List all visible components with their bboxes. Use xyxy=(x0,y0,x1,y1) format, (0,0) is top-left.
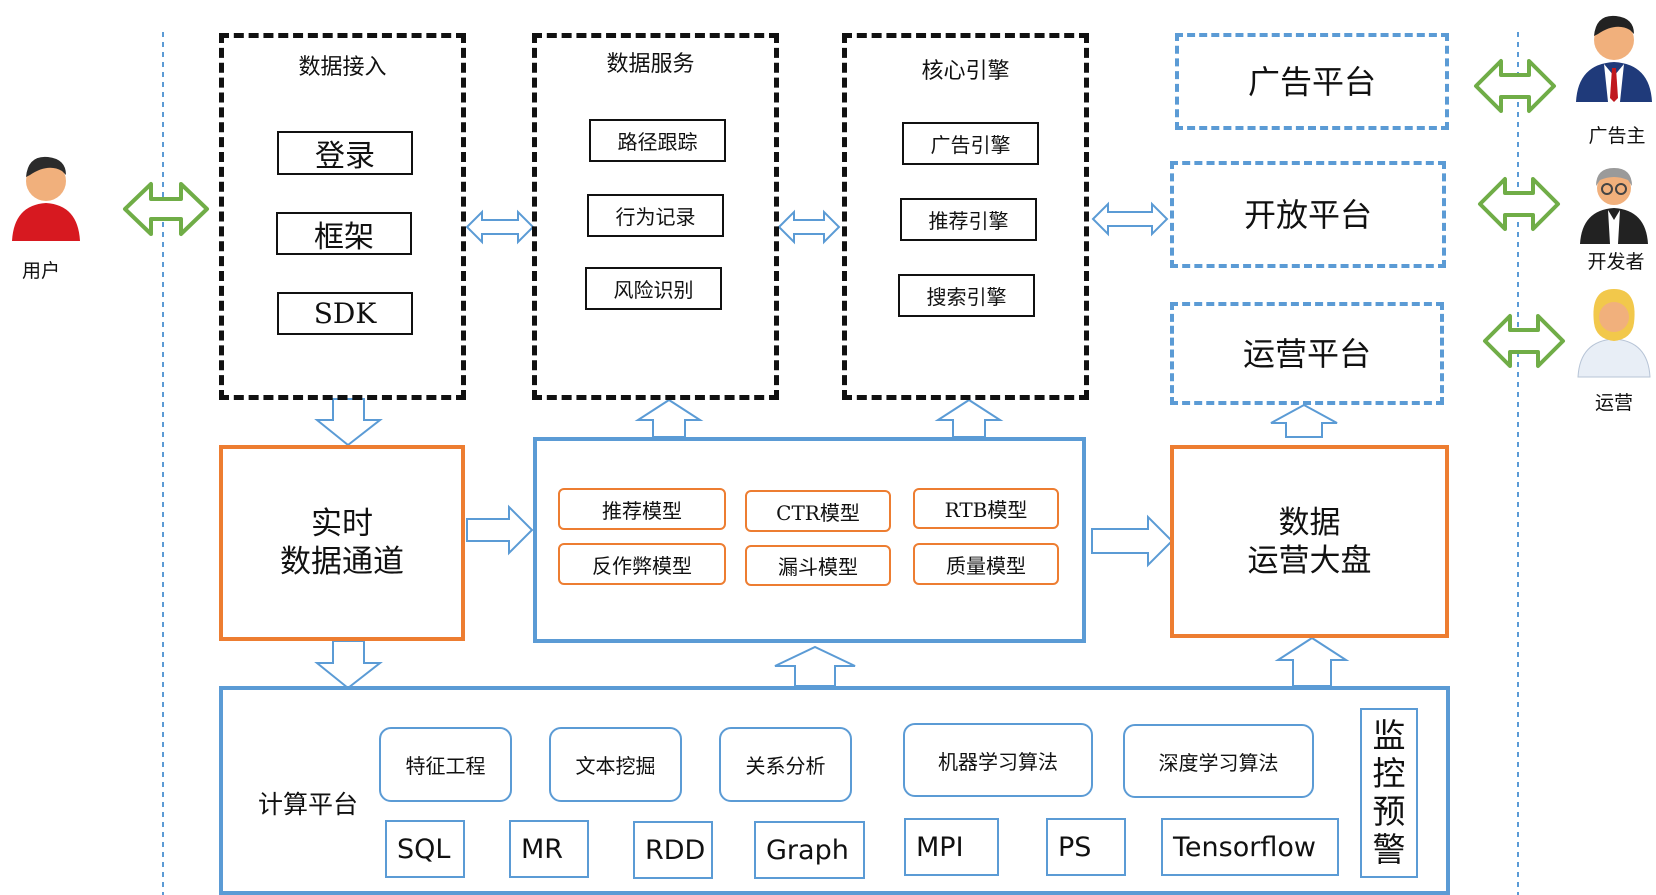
models-to-engine-up-arrow xyxy=(934,398,1004,438)
operator-label: 运营 xyxy=(1594,391,1633,414)
recommend-engine-item: 推荐引擎 xyxy=(900,198,1037,241)
model-anti-fraud: 反作弊模型 xyxy=(558,543,726,585)
ad-platform-box: 广告平台 xyxy=(1175,33,1449,130)
realtime-channel-box: 实时 数据通道 xyxy=(219,445,465,641)
ad-engine-item: 广告引擎 xyxy=(902,122,1039,165)
service-engine-double-arrow xyxy=(777,209,841,245)
dashboard-to-ops-up-arrow xyxy=(1270,403,1338,438)
channel-to-models-right-arrow xyxy=(466,504,534,556)
data-access-box: 数据接入 登录 框架 SDK xyxy=(219,33,466,400)
capability-relation-analysis: 关系分析 xyxy=(719,727,852,802)
user-avatar-icon xyxy=(12,156,80,241)
advertiser-avatar-icon xyxy=(1576,15,1652,102)
advertiser-double-arrow xyxy=(1474,59,1556,113)
compute-to-dashboard-up-arrow xyxy=(1274,636,1350,687)
monitor-alert-box: 监 控 预 警 xyxy=(1360,708,1418,878)
compute-platform-box: 计算平台 特征工程 文本挖掘 关系分析 机器学习算法 深度学习算法 SQL MR… xyxy=(219,686,1450,895)
core-engine-title: 核心引擎 xyxy=(921,59,1010,84)
data-service-box: 数据服务 路径跟踪 行为记录 风险识别 xyxy=(532,33,779,400)
model-funnel: 漏斗模型 xyxy=(745,545,891,586)
framework-item: 框架 xyxy=(276,212,412,255)
user-double-arrow xyxy=(123,182,209,236)
channel-down-arrow xyxy=(314,640,383,690)
behavior-record-item: 行为记录 xyxy=(587,194,724,237)
sdk-item: SDK xyxy=(277,292,413,335)
ops-dashboard-box: 数据 运营大盘 xyxy=(1170,445,1449,638)
capability-feature-eng: 特征工程 xyxy=(379,727,512,802)
models-to-dashboard-right-arrow xyxy=(1091,514,1174,568)
capability-text-mining: 文本挖掘 xyxy=(549,727,682,802)
engine-sql: SQL xyxy=(385,820,465,878)
open-platform-box: 开放平台 xyxy=(1170,161,1446,268)
engine-rdd: RDD xyxy=(633,821,713,879)
ops-platform-box: 运营平台 xyxy=(1170,302,1444,405)
engine-tensorflow: Tensorflow xyxy=(1161,818,1339,876)
developer-label: 开发者 xyxy=(1587,250,1645,273)
engine-ps: PS xyxy=(1046,818,1126,876)
advertiser-actor: 广告主 xyxy=(1572,6,1656,147)
ad-platform-label: 广告平台 xyxy=(1247,62,1376,101)
monitor-char-4: 警 xyxy=(1372,830,1406,869)
operator-actor: 运营 xyxy=(1572,283,1656,418)
compute-to-models-up-arrow xyxy=(774,645,856,687)
developer-actor: 开发者 xyxy=(1572,160,1656,275)
models-to-service-up-arrow xyxy=(634,398,704,438)
capability-dl-algorithms: 深度学习算法 xyxy=(1123,724,1314,798)
access-down-arrow xyxy=(314,398,383,447)
engine-mpi: MPI xyxy=(904,818,999,876)
engine-mr: MR xyxy=(509,820,589,878)
models-box: 推荐模型 CTR模型 RTB模型 反作弊模型 漏斗模型 质量模型 xyxy=(533,437,1086,643)
ops-platform-label: 运营平台 xyxy=(1242,334,1371,373)
data-service-title: 数据服务 xyxy=(606,52,695,77)
operator-avatar-icon xyxy=(1577,289,1651,378)
user-label: 用户 xyxy=(21,259,60,282)
realtime-channel-line1: 实时 xyxy=(311,506,373,542)
model-ctr: CTR模型 xyxy=(745,490,891,532)
engine-platform-double-arrow xyxy=(1091,201,1169,237)
monitor-char-3: 预 xyxy=(1372,792,1406,831)
compute-platform-title: 计算平台 xyxy=(257,790,358,819)
capability-ml-algorithms: 机器学习算法 xyxy=(903,723,1093,797)
operator-double-arrow xyxy=(1483,314,1565,368)
open-platform-label: 开放平台 xyxy=(1243,195,1372,234)
ops-dashboard-line2: 运营大盘 xyxy=(1247,542,1372,579)
access-service-double-arrow xyxy=(465,209,535,245)
developer-avatar-icon xyxy=(1580,168,1648,244)
risk-identify-item: 风险识别 xyxy=(585,267,722,310)
user-actor: 用户 xyxy=(6,145,86,285)
realtime-channel-line2: 数据通道 xyxy=(280,544,404,580)
login-item: 登录 xyxy=(277,131,413,175)
monitor-char-1: 监 xyxy=(1372,716,1406,755)
model-rtb: RTB模型 xyxy=(913,488,1059,529)
core-engine-box: 核心引擎 广告引擎 推荐引擎 搜索引擎 xyxy=(842,33,1089,400)
search-engine-item: 搜索引擎 xyxy=(898,274,1035,317)
model-quality: 质量模型 xyxy=(913,543,1059,585)
advertiser-label: 广告主 xyxy=(1588,124,1646,147)
path-tracking-item: 路径跟踪 xyxy=(589,119,726,162)
engine-graph: Graph xyxy=(754,821,865,879)
model-recommend: 推荐模型 xyxy=(558,488,726,530)
developer-double-arrow xyxy=(1478,177,1560,231)
ops-dashboard-line1: 数据 xyxy=(1278,504,1341,541)
monitor-char-2: 控 xyxy=(1372,754,1406,793)
data-access-title: 数据接入 xyxy=(298,55,387,80)
